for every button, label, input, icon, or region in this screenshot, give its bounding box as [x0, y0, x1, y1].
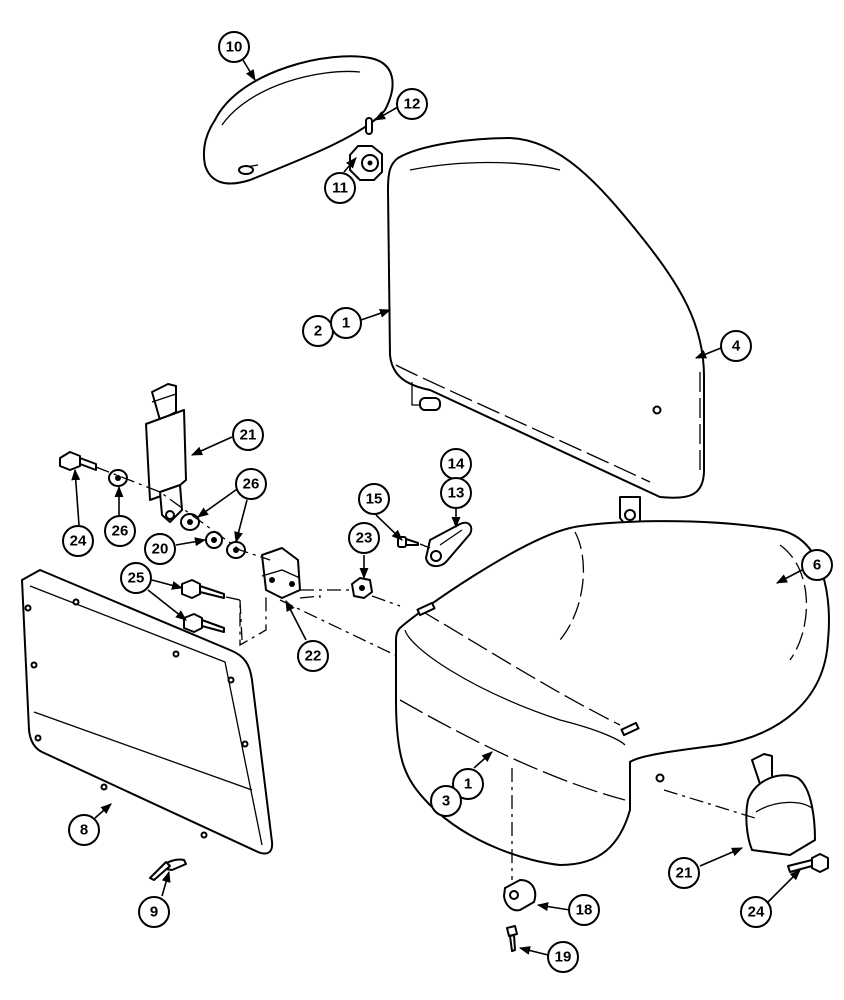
callout-14: 14 — [440, 448, 472, 480]
backrest-mount-left — [411, 382, 441, 411]
svg-text:11: 11 — [332, 180, 348, 197]
side-panel — [21, 569, 274, 855]
callout-24-right: 24 — [740, 896, 772, 928]
backrest — [387, 137, 706, 499]
svg-text:10: 10 — [226, 39, 243, 56]
callout-21-left: 21 — [232, 419, 264, 451]
callout-21-right: 21 — [668, 857, 700, 889]
callout-22: 22 — [297, 640, 329, 672]
svg-text:2: 2 — [314, 323, 322, 340]
callout-3: 3 — [430, 785, 462, 817]
screw-19 — [506, 925, 518, 952]
bolt-25-lower — [183, 613, 225, 633]
svg-text:4: 4 — [732, 338, 741, 355]
svg-text:21: 21 — [240, 427, 257, 444]
callout-9: 9 — [138, 896, 170, 928]
spacer — [205, 531, 223, 549]
svg-text:26: 26 — [243, 476, 260, 493]
callout-1-upper: 1 — [330, 307, 362, 339]
svg-text:8: 8 — [80, 822, 88, 839]
bolt-25-upper — [181, 579, 225, 599]
clip — [503, 879, 537, 912]
svg-text:3: 3 — [442, 793, 450, 810]
svg-text:26: 26 — [112, 523, 129, 540]
lever — [425, 521, 473, 568]
washer-upper — [180, 513, 200, 531]
leader-lines — [71, 59, 803, 956]
svg-text:13: 13 — [448, 485, 465, 502]
callout-8: 8 — [68, 814, 100, 846]
callout-11: 11 — [324, 172, 356, 204]
svg-text:19: 19 — [555, 949, 572, 966]
screw-9 — [149, 858, 187, 881]
callout-6: 6 — [801, 549, 833, 581]
svg-text:23: 23 — [356, 530, 373, 547]
svg-text:12: 12 — [404, 96, 421, 113]
callout-10: 10 — [218, 31, 250, 63]
callout-19: 19 — [547, 941, 579, 973]
callout-26-left: 26 — [104, 515, 136, 547]
armrest-knob — [349, 145, 383, 181]
bolt-left — [59, 451, 97, 471]
callout-20: 20 — [144, 533, 176, 565]
callout-18: 18 — [568, 894, 600, 926]
svg-text:1: 1 — [342, 315, 350, 332]
bolt-right — [787, 853, 829, 873]
svg-text:24: 24 — [748, 904, 765, 921]
callout-15: 15 — [358, 483, 390, 515]
svg-text:6: 6 — [813, 557, 821, 574]
svg-text:20: 20 — [152, 541, 169, 558]
assembly-centerlines — [95, 466, 756, 880]
callout-24-left: 24 — [62, 525, 94, 557]
svg-text:18: 18 — [576, 902, 593, 919]
svg-text:21: 21 — [676, 865, 693, 882]
svg-text:25: 25 — [128, 570, 145, 587]
callout-1-lower: 1 — [452, 768, 484, 800]
bracket — [261, 547, 301, 599]
callout-12: 12 — [396, 88, 428, 120]
armrest-pin — [365, 117, 373, 135]
svg-text:14: 14 — [448, 456, 465, 473]
callout-25: 25 — [120, 562, 152, 594]
seat-belt-left — [145, 383, 187, 523]
nut — [351, 577, 373, 599]
washer-lower — [226, 541, 246, 559]
svg-text:22: 22 — [305, 648, 322, 665]
callout-26-right: 26 — [235, 468, 267, 500]
seat-cushion — [395, 520, 830, 866]
seat-belt-right — [745, 753, 816, 856]
callout-13: 13 — [440, 477, 472, 509]
armrest — [202, 55, 394, 185]
callout-2: 2 — [302, 315, 334, 347]
svg-text:9: 9 — [150, 904, 158, 921]
svg-text:15: 15 — [366, 491, 383, 508]
svg-text:1: 1 — [464, 776, 472, 793]
svg-text:24: 24 — [70, 533, 87, 550]
callout-4: 4 — [720, 330, 752, 362]
callout-23: 23 — [348, 522, 380, 554]
